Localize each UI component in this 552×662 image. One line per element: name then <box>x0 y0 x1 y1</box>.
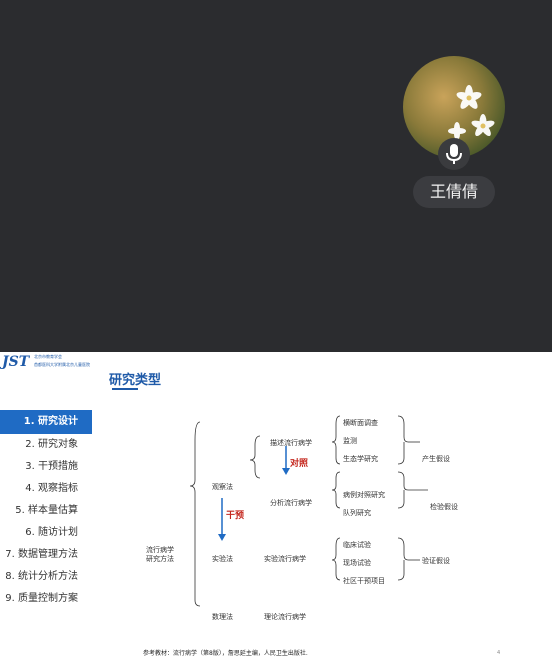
node-root: 流行病学研究方法 <box>146 546 174 563</box>
logo-mark: JST <box>2 354 30 370</box>
node-observe: 观察法 <box>212 483 233 491</box>
slide-title: 研究类型 <box>109 373 162 388</box>
node-verify-hypothesis: 验证假设 <box>422 557 450 565</box>
diagram-lines <box>189 415 428 607</box>
slide-nav: 1. 研究设计 2. 研究对象 3. 干预措施 4. 观察指标 5. 样本量估算… <box>0 410 92 610</box>
slide-footer-reference: 参考教材：流行病学（第8版），詹思延主编，人民卫生出版社. <box>143 650 308 657</box>
node-math: 数理法 <box>212 613 233 621</box>
logo: JST 北京市教育学会 首都医科大学附属北京儿童医院 <box>2 354 102 372</box>
nav-item-subjects[interactable]: 2. 研究对象 <box>25 439 78 450</box>
mic-icon <box>446 144 462 164</box>
node-test-hypothesis: 检验假设 <box>430 503 458 511</box>
node-field-trial: 现场试验 <box>343 559 371 567</box>
node-ecology: 生态学研究 <box>343 455 378 463</box>
label-contrast: 对照 <box>290 459 309 469</box>
node-descriptive: 描述流行病学 <box>270 439 312 447</box>
title-underline <box>112 388 138 390</box>
nav-item-indicators[interactable]: 4. 观察指标 <box>25 483 78 494</box>
mic-badge[interactable] <box>438 138 470 170</box>
node-community: 社区干预项目 <box>343 577 385 585</box>
node-hypothesis: 产生假设 <box>422 455 450 463</box>
nav-item-sample-size[interactable]: 5. 样本量估算 <box>15 505 78 516</box>
node-clinical-trial: 临床试验 <box>343 541 371 549</box>
node-case-control: 病例对照研究 <box>343 491 385 499</box>
label-intervention: 干预 <box>226 511 245 521</box>
node-cross-section: 横断面调查 <box>343 419 378 427</box>
nav-item-follow-up[interactable]: 6. 随访计划 <box>25 527 78 538</box>
research-type-diagram: 流行病学研究方法 观察法 实验法 数理法 描述流行病学 分析流行病学 实验流行病… <box>100 410 530 630</box>
node-cohort: 队列研究 <box>343 509 371 517</box>
nav-item-study-design[interactable]: 1. 研究设计 <box>0 410 92 434</box>
nav-item-quality-control[interactable]: 9. 质量控制方案 <box>5 593 78 604</box>
node-experiment: 实验法 <box>212 555 233 563</box>
logo-text-line1: 北京市教育学会 <box>34 354 62 359</box>
flower-photo <box>448 85 495 140</box>
video-call-area: 王倩倩 <box>403 56 505 208</box>
nav-item-intervention[interactable]: 3. 干预措施 <box>25 461 78 472</box>
node-analytic: 分析流行病学 <box>270 499 312 507</box>
presentation-slide: JST 北京市教育学会 首都医科大学附属北京儿童医院 研究类型 1. 研究设计 … <box>0 352 552 662</box>
slide-page-number: 4 <box>497 650 501 656</box>
node-monitor: 监测 <box>343 437 357 445</box>
nav-item-data-management[interactable]: 7. 数据管理方法 <box>5 549 78 560</box>
participant-avatar[interactable] <box>403 56 505 158</box>
node-theoretical-epi: 理论流行病学 <box>264 613 306 621</box>
participant-name: 王倩倩 <box>413 176 495 208</box>
logo-text-line2: 首都医科大学附属北京儿童医院 <box>34 362 90 367</box>
nav-item-statistics[interactable]: 8. 统计分析方法 <box>5 571 78 582</box>
node-experimental-epi: 实验流行病学 <box>264 555 306 563</box>
